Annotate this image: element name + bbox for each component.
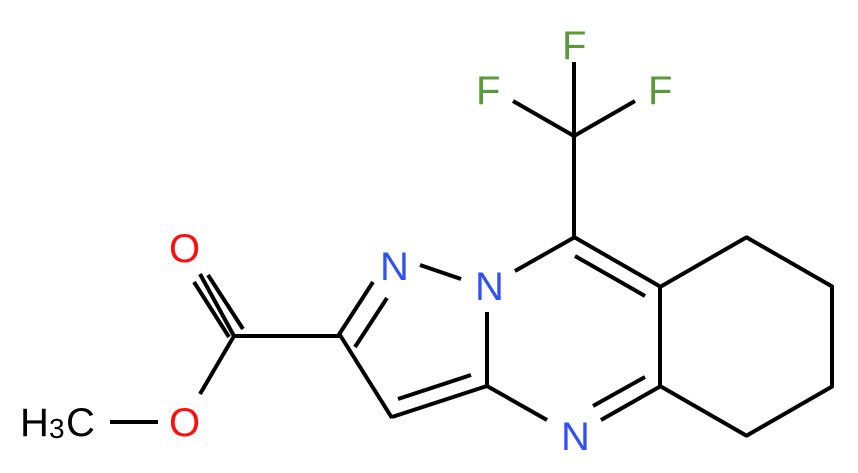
trifluoromethyl-bonds <box>512 62 636 237</box>
fluorine-right-label: F <box>648 69 672 113</box>
fluorine-top-label: F <box>562 24 586 68</box>
methyl-subscript-label: 3 <box>49 413 65 444</box>
nitrogen-pyrazole-label: N <box>380 245 409 289</box>
methyl-c-label: C <box>66 401 95 445</box>
ester-bonds <box>110 273 340 424</box>
cyclohexane-ring-bonds <box>659 235 834 438</box>
methyl-h-label: H <box>20 401 49 445</box>
nitrogen-pyrimidine-label: N <box>561 415 590 459</box>
oxygen-ester-label: O <box>169 401 200 445</box>
methyl-label: H 3 C <box>20 401 95 445</box>
nitrogen-bridge-label: N <box>475 265 504 309</box>
pyrazole-ring-bonds <box>336 263 488 420</box>
fluorine-left-label: F <box>476 69 500 113</box>
pyrimidine-ring-bonds <box>485 235 662 422</box>
oxygen-carbonyl-label: O <box>169 227 200 271</box>
